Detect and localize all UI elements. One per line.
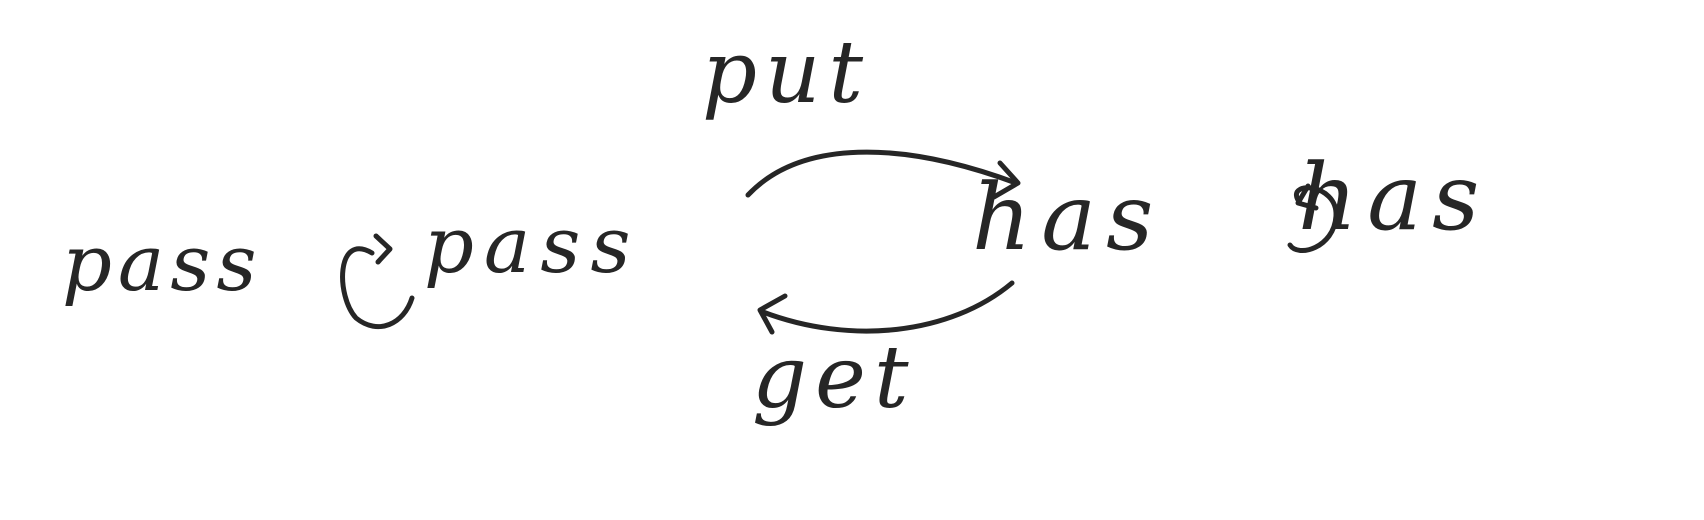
clockwise-loop-icon	[340, 233, 415, 330]
has-outer-label: has	[1298, 144, 1490, 251]
pass-outer-label: pass	[62, 219, 263, 309]
pass-inner-label: pass	[424, 201, 641, 291]
put-edge-label: put	[702, 23, 871, 123]
has-inner-label: has	[972, 164, 1164, 271]
get-edge-label: get	[752, 328, 917, 428]
put-arrow	[745, 149, 1021, 200]
counterclockwise-loop-icon	[1287, 183, 1339, 254]
get-arrow	[757, 280, 1015, 335]
